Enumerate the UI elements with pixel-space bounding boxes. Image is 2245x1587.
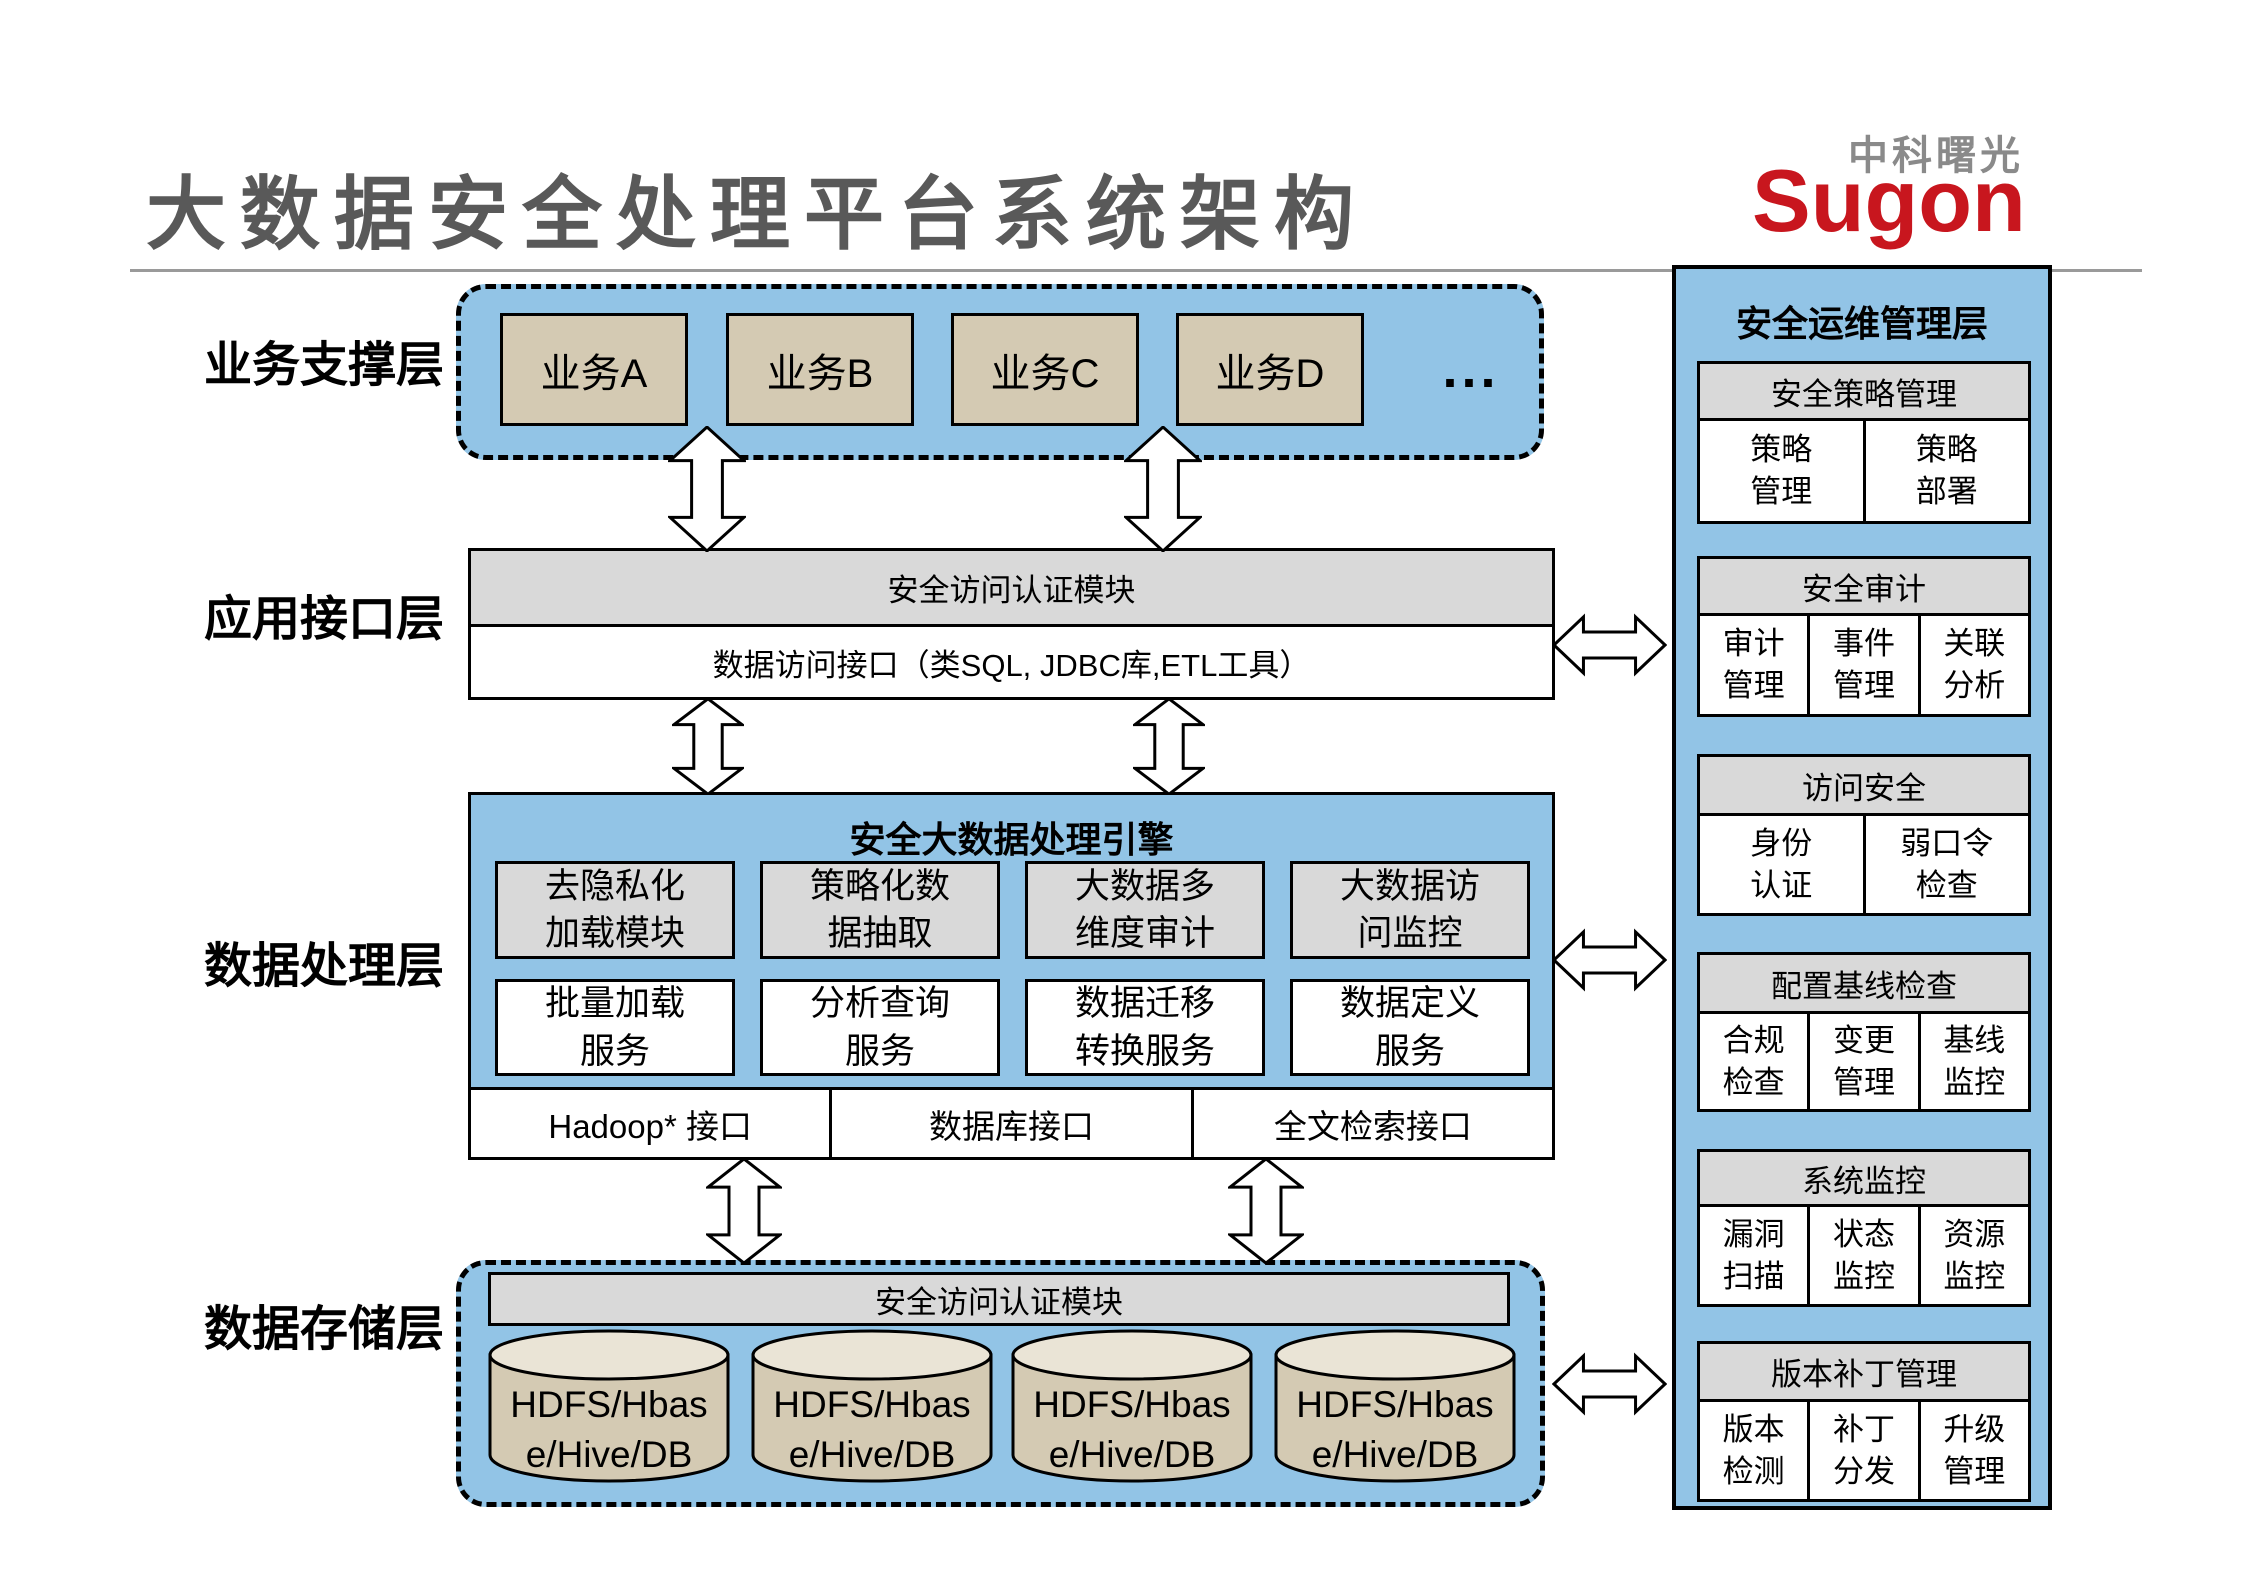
business-ellipsis: ...	[1442, 339, 1500, 399]
storage-node: HDFS/Hbas e/Hive/DB	[487, 1328, 731, 1484]
ops-section-cells-monitor: 漏洞 扫描 状态 监控 资源 监控	[1697, 1204, 2031, 1307]
auth-module-bar-top: 安全访问认证模块	[471, 551, 1552, 627]
processing-service-box: 数据迁移 转换服务	[1025, 979, 1265, 1076]
processing-service-box: 数据定义 服务	[1290, 979, 1530, 1076]
ops-cell: 漏洞 扫描	[1700, 1207, 1811, 1304]
processing-service-box: 分析查询 服务	[760, 979, 1000, 1076]
ops-cell: 版本 检测	[1700, 1402, 1811, 1499]
processing-module-box: 大数据访 问监控	[1290, 861, 1530, 959]
hadoop-interface-cell: Hadoop* 接口	[471, 1090, 833, 1157]
processing-module-box: 大数据多 维度审计	[1025, 861, 1265, 959]
database-cylinder-icon	[1011, 1329, 1253, 1483]
storage-node-label: HDFS/Hbas e/Hive/DB	[773, 1384, 971, 1475]
double-arrow-vertical-icon	[672, 698, 744, 795]
ops-cell: 弱口令 检查	[1900, 825, 1994, 903]
app-interface-box: 安全访问认证模块 数据访问接口（类SQL, JDBC库,ETL工具）	[468, 548, 1555, 700]
business-b-box: 业务B	[726, 313, 914, 426]
database-interface-cell: 数据库接口	[832, 1090, 1194, 1157]
ops-cell: 状态 监控	[1810, 1207, 1921, 1304]
header-divider	[130, 269, 2142, 272]
ops-section-header-audit: 安全审计	[1697, 556, 2031, 616]
ops-section-cells-baseline: 合规 检查 变更 管理 基线 监控	[1697, 1011, 2031, 1112]
storage-node-label: HDFS/Hbas e/Hive/DB	[510, 1384, 708, 1475]
sugon-logo: 中科曙光 Sugon	[1740, 95, 2070, 265]
ops-cell: 关联 分析	[1943, 626, 2006, 703]
storage-node: HDFS/Hbas e/Hive/DB	[750, 1328, 994, 1484]
ops-cell: 合规 检查	[1700, 1014, 1811, 1109]
ops-cell: 资源 监控	[1943, 1216, 2006, 1294]
double-arrow-vertical-icon	[668, 426, 746, 552]
engine-title: 安全大数据处理引擎	[849, 819, 1174, 860]
ops-cell: 基线 监控	[1943, 1022, 2006, 1100]
database-cylinder-icon	[488, 1329, 730, 1483]
ops-section-header-baseline: 配置基线检查	[1697, 952, 2031, 1014]
double-arrow-horizontal-icon	[1552, 928, 1667, 992]
storage-node: HDFS/Hbas e/Hive/DB	[1273, 1328, 1517, 1484]
storage-node: HDFS/Hbas e/Hive/DB	[1010, 1328, 1254, 1484]
ops-section-cells-access: 身份 认证 弱口令 检查	[1697, 813, 2031, 916]
logo-company-name: 中科曙光	[1848, 134, 2024, 178]
double-arrow-vertical-icon	[1133, 698, 1205, 795]
ops-section-header-access: 访问安全	[1697, 754, 2031, 816]
double-arrow-vertical-icon	[1124, 426, 1202, 552]
ops-cell: 升级 管理	[1943, 1411, 2006, 1489]
layer-label-storage: 数据存储层	[204, 1303, 445, 1356]
logo-brand-wordmark: Sugon	[1752, 151, 2026, 250]
data-access-row: 数据访问接口（类SQL, JDBC库,ETL工具）	[471, 627, 1552, 697]
ops-cell: 审计 管理	[1700, 616, 1811, 714]
processing-module-box: 去隐私化 加载模块	[495, 861, 735, 959]
double-arrow-horizontal-icon	[1552, 1352, 1667, 1416]
ops-panel-title: 安全运维管理层	[1735, 303, 1988, 344]
business-support-layer-box: 业务A 业务B 业务C 业务D ...	[456, 284, 1544, 460]
double-arrow-horizontal-icon	[1552, 613, 1667, 677]
ops-cell: 事件 管理	[1810, 616, 1921, 714]
ops-cell: 补丁 分发	[1810, 1402, 1921, 1499]
layer-label-processing: 数据处理层	[204, 940, 445, 993]
data-storage-layer-box: 安全访问认证模块 HDFS/Hbas e/Hive/DB HDFS/Hbas e…	[456, 1260, 1545, 1507]
ops-section-cells-audit: 审计 管理 事件 管理 关联 分析	[1697, 613, 2031, 717]
page-title: 大数据安全处理平台系统架构	[146, 170, 1368, 259]
business-a-box: 业务A	[500, 313, 688, 426]
ops-section-header-monitor: 系统监控	[1697, 1149, 2031, 1207]
ops-section-header-policy: 安全策略管理	[1697, 361, 2031, 421]
ops-cell: 策略 部署	[1915, 432, 1978, 509]
storage-node-label: HDFS/Hbas e/Hive/DB	[1296, 1384, 1494, 1475]
interface-strip: Hadoop* 接口 数据库接口 全文检索接口	[468, 1087, 1555, 1160]
processing-service-box: 批量加载 服务	[495, 979, 735, 1076]
database-cylinder-icon	[751, 1329, 993, 1483]
fulltext-interface-cell: 全文检索接口	[1273, 1107, 1472, 1145]
layer-label-interface: 应用接口层	[204, 593, 445, 646]
processing-engine-box: 安全大数据处理引擎 去隐私化 加载模块 策略化数 据抽取 大数据多 维度审计 大…	[468, 792, 1555, 1090]
double-arrow-vertical-icon	[706, 1158, 782, 1264]
security-ops-panel: 安全运维管理层 安全策略管理 策略 管理 策略 部署 安全审计 审计 管理 事件…	[1672, 265, 2052, 1510]
double-arrow-vertical-icon	[1228, 1158, 1304, 1264]
processing-module-box: 策略化数 据抽取	[760, 861, 1000, 959]
ops-section-cells-patch: 版本 检测 补丁 分发 升级 管理	[1697, 1399, 2031, 1502]
layer-label-business: 业务支撑层	[204, 339, 445, 392]
business-c-box: 业务C	[951, 313, 1139, 426]
ops-cell: 策略 管理	[1700, 421, 1866, 521]
ops-cell: 变更 管理	[1810, 1014, 1921, 1109]
database-cylinder-icon	[1274, 1329, 1516, 1483]
ops-section-cells-policy: 策略 管理 策略 部署	[1697, 418, 2031, 524]
ops-cell: 身份 认证	[1700, 816, 1866, 913]
business-d-box: 业务D	[1176, 313, 1364, 426]
ops-section-header-patch: 版本补丁管理	[1697, 1341, 2031, 1402]
storage-node-label: HDFS/Hbas e/Hive/DB	[1033, 1384, 1231, 1475]
auth-module-bar-bottom: 安全访问认证模块	[488, 1272, 1510, 1326]
